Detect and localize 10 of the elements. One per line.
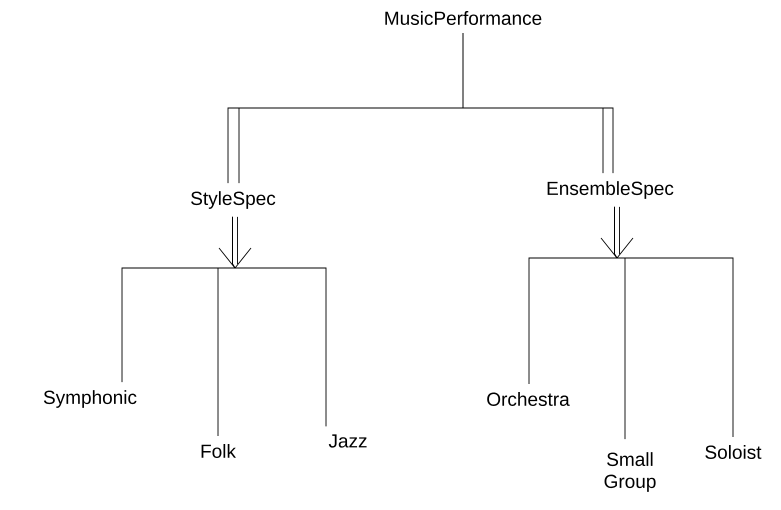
node-label: Symphonic (44, 390, 136, 408)
node-label: MusicPerformance (385, 11, 542, 25)
node-label: Orchestra (487, 392, 570, 406)
node-label: Soloist (705, 445, 762, 459)
node-label: Small Group (604, 452, 656, 492)
node-label: Jazz (328, 434, 367, 448)
node-label: Folk (202, 444, 236, 458)
node-label: StyleSpec (191, 191, 276, 209)
node-label: EnsembleSpec (548, 181, 674, 199)
connector (462, 32, 614, 174)
